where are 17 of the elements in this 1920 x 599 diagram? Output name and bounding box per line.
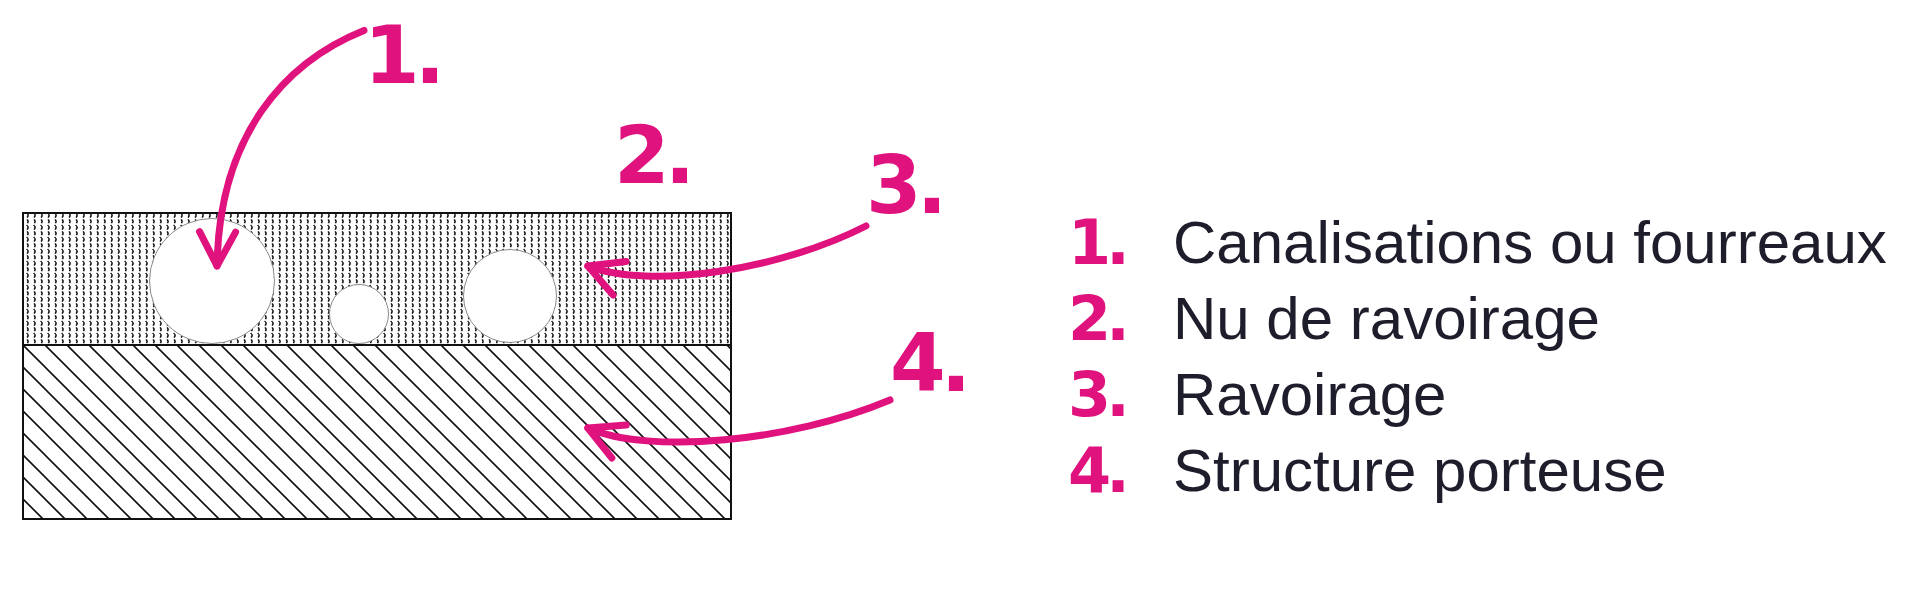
legend-text: Structure porteuse bbox=[1173, 436, 1667, 506]
leader-arrow bbox=[584, 396, 894, 460]
callout-number: 1. bbox=[364, 16, 446, 96]
legend-number: 2. bbox=[1068, 281, 1126, 357]
leader-arrow bbox=[584, 222, 870, 297]
callout-number: 2. bbox=[614, 116, 692, 196]
leader-arrow bbox=[197, 26, 368, 270]
screed-layer bbox=[22, 212, 732, 346]
callout-number: 4. bbox=[890, 324, 972, 404]
legend-text: Canalisations ou fourreaux bbox=[1173, 208, 1887, 278]
callout-number: 3. bbox=[866, 146, 948, 226]
legend-number: 1. bbox=[1068, 205, 1126, 281]
legend-text: Ravoirage bbox=[1173, 360, 1447, 430]
structural-slab bbox=[22, 346, 732, 520]
legend-text: Nu de ravoirage bbox=[1173, 284, 1600, 354]
legend-number: 3. bbox=[1068, 357, 1126, 433]
legend-number: 4. bbox=[1068, 433, 1126, 509]
